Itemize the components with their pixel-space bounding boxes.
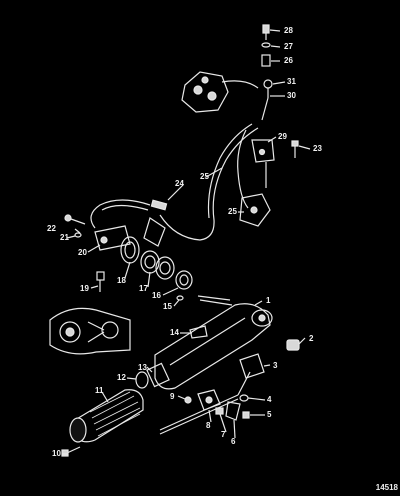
callout-14: 14 — [170, 328, 179, 337]
washer-part-27 — [261, 42, 271, 48]
callout-21: 21 — [60, 233, 69, 242]
callout-5: 5 — [267, 410, 272, 419]
washer-part-21 — [74, 232, 82, 238]
callout-23: 23 — [313, 144, 322, 153]
ring-part-16 — [175, 270, 193, 290]
pivot-detail-housing — [49, 307, 131, 355]
shaft-part-3 — [159, 353, 265, 435]
washer-part-15 — [176, 295, 184, 301]
callout-17: 17 — [139, 284, 148, 293]
callout-2: 2 — [309, 334, 314, 343]
callout-29: 29 — [278, 132, 287, 141]
spacer-part-26 — [261, 54, 271, 67]
ring-part-16a — [155, 256, 175, 280]
callout-10: 10 — [52, 449, 61, 458]
switch-assembly-part-25 — [239, 193, 271, 227]
screw-part-10 — [61, 446, 81, 457]
callout-27: 27 — [284, 42, 293, 51]
callout-4: 4 — [267, 395, 272, 404]
cable-end-part-31-30 — [261, 79, 273, 121]
clip-part-14 — [189, 325, 208, 339]
callout-19: 19 — [80, 284, 89, 293]
lever-part-6 — [225, 401, 241, 421]
bracket-part-29 — [251, 139, 275, 188]
document-number: 14518 — [375, 483, 398, 492]
callout-3: 3 — [273, 361, 278, 370]
grommet-part-2 — [286, 339, 300, 351]
screw-part-23 — [291, 140, 299, 158]
callout-12: 12 — [117, 373, 126, 382]
shift-cables-part-25 — [159, 123, 259, 241]
callout-1: 1 — [266, 296, 271, 305]
bearing-part-18 — [120, 236, 140, 264]
throttle-linkage-assembly — [181, 71, 259, 113]
callout-11: 11 — [95, 386, 104, 395]
callout-25-upper: 25 — [200, 172, 209, 181]
pin-part-19 — [96, 271, 105, 292]
callout-24: 24 — [175, 179, 184, 188]
knob-part-8 — [197, 389, 221, 411]
cable-part-24 — [90, 199, 168, 229]
callout-20: 20 — [78, 248, 87, 257]
nut-part-5 — [242, 411, 250, 419]
connector-plug — [143, 217, 166, 247]
collar-part-12 — [135, 371, 149, 389]
throttle-grip-part-11 — [69, 389, 144, 443]
clip-part-9 — [184, 396, 192, 404]
callout-26: 26 — [284, 56, 293, 65]
callout-8: 8 — [206, 421, 211, 430]
callout-31: 31 — [287, 77, 296, 86]
callout-28: 28 — [284, 26, 293, 35]
callout-22: 22 — [47, 224, 56, 233]
sleeve-part-13 — [146, 362, 170, 388]
leader-lines — [62, 29, 311, 455]
callout-25-lower: 25 — [228, 207, 237, 216]
callout-6: 6 — [231, 437, 236, 446]
washer-part-4 — [239, 394, 249, 402]
callout-16: 16 — [152, 291, 161, 300]
bolt-part-28 — [262, 24, 270, 40]
callout-18: 18 — [117, 276, 126, 285]
callout-9: 9 — [170, 392, 175, 401]
screw-part-7 — [215, 407, 224, 415]
bracket-part-20 — [94, 225, 131, 251]
screw-part-22 — [64, 214, 86, 225]
callout-7: 7 — [221, 430, 226, 439]
callout-30: 30 — [287, 91, 296, 100]
callout-13: 13 — [138, 363, 147, 372]
callout-15: 15 — [163, 302, 172, 311]
